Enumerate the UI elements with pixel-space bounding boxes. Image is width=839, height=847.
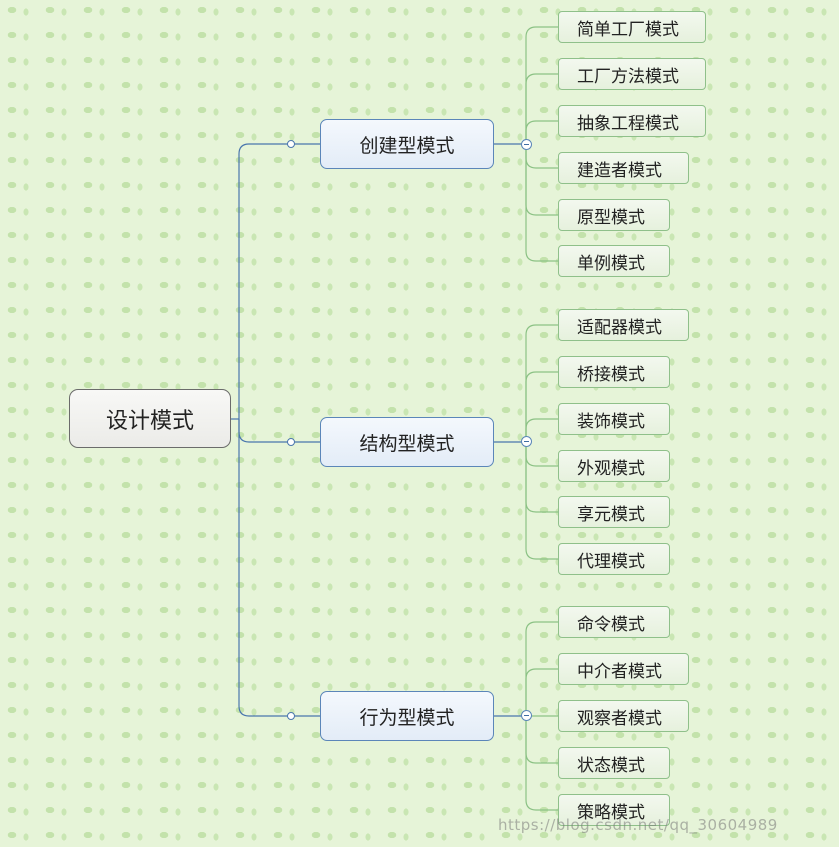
leaf-builder[interactable]: 建造者模式: [558, 152, 689, 184]
leaf-facade[interactable]: 外观模式: [558, 450, 670, 482]
leaf-state[interactable]: 状态模式: [558, 747, 670, 779]
leaf-proxy[interactable]: 代理模式: [558, 543, 670, 575]
leaf-factory-method[interactable]: 工厂方法模式: [558, 58, 706, 90]
leaf-simple-factory[interactable]: 简单工厂模式: [558, 11, 706, 43]
leaf-label: 桥接模式: [577, 364, 645, 385]
collapse-behavioral-icon[interactable]: [521, 710, 532, 721]
leaf-label: 抽象工程模式: [577, 113, 679, 134]
collapse-creational-icon[interactable]: [521, 139, 532, 150]
leaf-label: 简单工厂模式: [577, 19, 679, 40]
branch-topic-label: 行为型模式: [359, 706, 455, 729]
branch-topic-label: 创建型模式: [359, 134, 455, 157]
leaf-mediator[interactable]: 中介者模式: [558, 653, 689, 685]
branch-topic-label: 结构型模式: [359, 432, 455, 455]
leaf-abstract-factory[interactable]: 抽象工程模式: [558, 105, 706, 137]
leaf-decorator[interactable]: 装饰模式: [558, 403, 670, 435]
leaf-label: 外观模式: [577, 458, 645, 479]
root-topic-design-patterns[interactable]: 设计模式: [69, 389, 231, 448]
leaf-observer[interactable]: 观察者模式: [558, 700, 689, 732]
leaf-bridge[interactable]: 桥接模式: [558, 356, 670, 388]
leaf-prototype[interactable]: 原型模式: [558, 199, 670, 231]
leaf-flyweight[interactable]: 享元模式: [558, 496, 670, 528]
branch-topic-structural[interactable]: 结构型模式: [320, 417, 494, 467]
leaf-singleton[interactable]: 单例模式: [558, 245, 670, 277]
leaf-label: 策略模式: [577, 802, 645, 823]
leaf-label: 适配器模式: [577, 317, 662, 338]
leaf-label: 状态模式: [577, 755, 645, 776]
leaf-label: 命令模式: [577, 614, 645, 635]
leaf-label: 代理模式: [577, 551, 645, 572]
leaf-strategy[interactable]: 策略模式: [558, 794, 670, 826]
branch-topic-behavioral[interactable]: 行为型模式: [320, 691, 494, 741]
watermark-url: https://blog.csdn.net/qq_30604989: [498, 816, 778, 834]
leaf-label: 观察者模式: [577, 708, 662, 729]
leaf-label: 工厂方法模式: [577, 66, 679, 87]
leaf-label: 建造者模式: [577, 160, 662, 181]
leaf-adapter[interactable]: 适配器模式: [558, 309, 689, 341]
branch-topic-creational[interactable]: 创建型模式: [320, 119, 494, 169]
leaf-command[interactable]: 命令模式: [558, 606, 670, 638]
collapse-structural-icon[interactable]: [521, 436, 532, 447]
leaf-label: 享元模式: [577, 504, 645, 525]
leaf-label: 单例模式: [577, 253, 645, 274]
leaf-label: 装饰模式: [577, 411, 645, 432]
root-topic-label: 设计模式: [105, 408, 194, 434]
leaf-label: 原型模式: [577, 207, 645, 228]
leaf-label: 中介者模式: [577, 661, 662, 682]
